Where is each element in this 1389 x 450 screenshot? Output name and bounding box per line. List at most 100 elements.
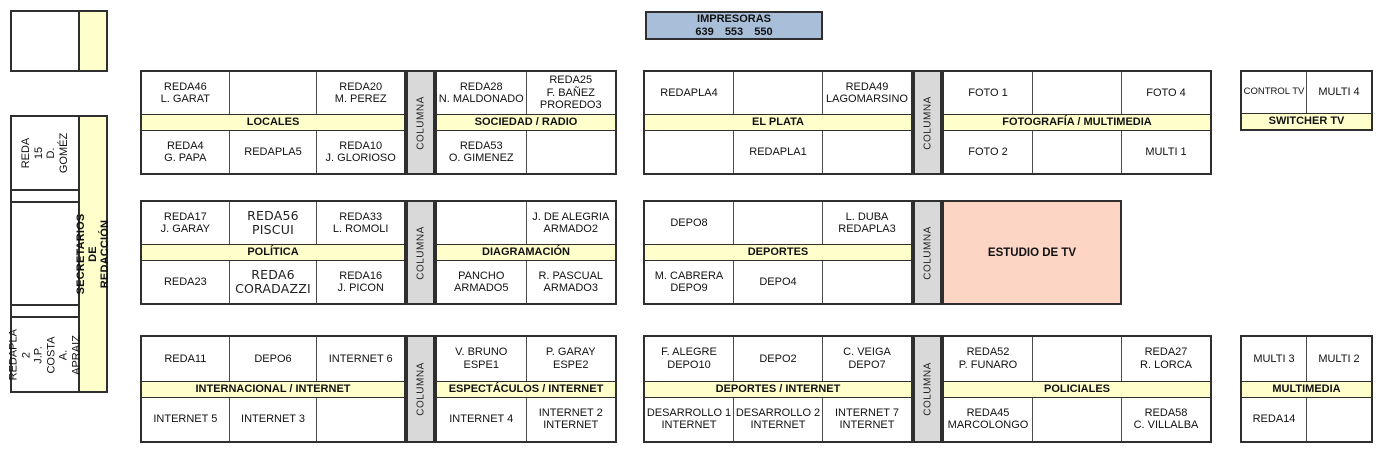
desk-cell: FOTO 4 (1121, 72, 1210, 114)
corner-box (10, 10, 108, 72)
corner-box-yellow-cell (80, 12, 106, 70)
section-header-policiales: POLICIALES (944, 380, 1210, 398)
desk-cell: C. VEIGA DEPO7 (822, 337, 911, 381)
desk-cell: INTERNET 7 INTERNET (822, 397, 911, 441)
section-header-sociedad-radio: SOCIEDAD / RADIO (437, 114, 615, 131)
desk-cell: REDA52 P. FUNARO (958, 346, 1018, 371)
desk-cell (228, 72, 317, 114)
desk-cell (12, 306, 78, 318)
desk-cell: DEPO2 (733, 337, 822, 381)
desk-label: REDA 15 D. GOMÉZ (20, 132, 70, 174)
desk-cell: REDA58 C. VILLALBA (1121, 397, 1210, 441)
columna-label: COLUMNA (415, 362, 426, 416)
desk-cell: INTERNET 6 (316, 337, 404, 381)
desk-cell: REDA 15 D. GOMÉZ (12, 117, 78, 191)
desk-cell: REDA17 J. GARAY (160, 210, 210, 236)
desk-cell: MULTI 3 (1253, 352, 1295, 365)
desk-cell: REDA10 J. GLORIOSO (316, 131, 404, 173)
desk-cell: REDA46 L. GARAT (160, 80, 210, 106)
desk-cell: V. BRUNO ESPE1 (455, 346, 508, 371)
desk-cell (12, 203, 78, 306)
desk-cell (1032, 72, 1121, 114)
desk-cell: INTERNET 4 (449, 413, 514, 425)
group-sociedad-radio: REDA28 N. MALDONADO REDA25 F. BAÑEZ PROR… (435, 70, 617, 175)
desk-cell: MULTI 4 (1306, 72, 1371, 113)
desk-cell: R. PASCUAL ARMADO3 (525, 261, 616, 303)
section-header-switcher-tv: SWITCHER TV (1242, 113, 1371, 129)
desk-cell (525, 131, 616, 173)
desk-cell: INTERNET 3 (228, 397, 317, 441)
desk-cell: INTERNET 2 INTERNET (525, 397, 616, 441)
desk-cell: DEPO8 (670, 216, 708, 229)
desk-cell: REDA20 M. PEREZ (316, 72, 404, 114)
estudio-de-tv-label: ESTUDIO DE TV (987, 246, 1077, 259)
columna-label: COLUMNA (415, 225, 426, 280)
section-header-politica: POLÍTICA (142, 244, 404, 261)
desk-cell (437, 202, 526, 244)
desk-cell: MULTI 1 (1121, 131, 1210, 173)
desk-label: REDAPLA 2 J.P. COSTA A. APRAIZ (7, 328, 83, 380)
secretarios-desks-column: REDA 15 D. GOMÉZ REDAPLA 2 J.P. COSTA A.… (8, 117, 82, 391)
desk-cell: REDA56 PISCUI (228, 202, 317, 244)
group-deportes-internet: F. ALEGRE DEPO10 DEPO2 C. VEIGA DEPO7 DE… (643, 335, 913, 443)
desk-cell: REDA6 CORADAZZI (228, 261, 317, 303)
group-deportes: DEPO8 L. DUBA REDAPLA3 DEPORTES M. CABRE… (643, 200, 913, 305)
section-header-internacional-internet: INTERNACIONAL / INTERNET (142, 380, 404, 398)
desk-cell: P. GARAY ESPE2 (525, 337, 616, 381)
section-header-deportes: DEPORTES (645, 244, 911, 261)
desk-cell: REDA28 N. MALDONADO (438, 80, 524, 106)
columna-label: COLUMNA (922, 225, 933, 280)
group-locales: REDA46 L. GARAT REDA20 M. PEREZ LOCALES … (140, 70, 406, 175)
section-header-diagramacion: DIAGRAMACIÓN (437, 244, 615, 261)
desk-cell (1032, 397, 1121, 441)
secretarios-strip: SECRETARIOS DE REDACCIÓN (75, 117, 111, 391)
section-header-multimedia: MULTIMEDIA (1242, 380, 1371, 398)
section-header-espectaculos-internet: ESPECTÁCULOS / INTERNET (437, 380, 615, 398)
columna-pillar: COLUMNA (406, 335, 435, 443)
columna-pillar: COLUMNA (913, 335, 942, 443)
desk-cell (733, 202, 822, 244)
desk-cell: DEPO4 (733, 261, 822, 303)
section-header-deportes-internet: DEPORTES / INTERNET (645, 380, 911, 398)
columna-pillar: COLUMNA (913, 70, 942, 175)
columna-label: COLUMNA (415, 95, 426, 150)
desk-cell (1032, 337, 1121, 381)
section-header-el-plata: EL PLATA (645, 114, 911, 131)
desk-cell: DESARROLLO 2 INTERNET (733, 397, 822, 441)
desk-cell: L. DUBA REDAPLA3 (822, 202, 911, 244)
section-header-fotografia-multimedia: FOTOGRAFÍA / MULTIMEDIA (944, 114, 1210, 131)
desk-cell: REDAPLA1 (733, 131, 822, 173)
corner-box-white-cell (12, 12, 80, 70)
desk-cell: REDA16 J. PICON (316, 261, 404, 303)
desk-cell (1032, 131, 1121, 173)
group-espectaculos-internet: V. BRUNO ESPE1 P. GARAY ESPE2 ESPECTÁCUL… (435, 335, 617, 443)
desk-cell: REDA11 (164, 352, 207, 365)
desk-cell (12, 191, 78, 203)
desk-cell: INTERNET 5 (153, 413, 218, 425)
group-fotografia-multimedia: FOTO 1 FOTO 4 FOTOGRAFÍA / MULTIMEDIA FO… (942, 70, 1212, 175)
section-header-locales: LOCALES (142, 114, 404, 131)
desk-cell (822, 131, 911, 173)
group-multimedia: MULTI 3 MULTI 2 MULTIMEDIA REDA14 (1240, 335, 1373, 443)
columna-pillar: COLUMNA (913, 200, 942, 305)
group-policiales: REDA52 P. FUNARO REDA27 R. LORCA POLICIA… (942, 335, 1212, 443)
desk-cell: REDA23 (163, 275, 207, 288)
desk-cell (733, 72, 822, 114)
desk-cell: J. DE ALEGRIA ARMADO2 (525, 202, 616, 244)
desk-cell: DESARROLLO 1 INTERNET (646, 406, 732, 432)
group-politica: REDA17 J. GARAY REDA56 PISCUI REDA33 L. … (140, 200, 406, 305)
desk-cell: REDAPLA4 (660, 86, 718, 99)
impresoras-numbers: 639 553 550 (695, 25, 773, 38)
columna-label: COLUMNA (922, 362, 933, 416)
desk-cell: MULTI 2 (1306, 337, 1371, 381)
group-internacional-internet: REDA11 DEPO6 INTERNET 6 INTERNACIONAL / … (140, 335, 406, 443)
desk-cell: REDA4 G. PAPA (164, 139, 207, 165)
desk-cell: FOTO 2 (968, 145, 1008, 158)
desk-cell: M. CABRERA DEPO9 (654, 269, 724, 295)
desk-cell: PANCHO ARMADO5 (454, 269, 509, 295)
group-diagramacion: J. DE ALEGRIA ARMADO2 DIAGRAMACIÓN PANCH… (435, 200, 617, 305)
desk-cell: REDA33 L. ROMOLI (316, 202, 404, 244)
desk-cell: REDA25 F. BAÑEZ PROREDO3 (525, 72, 616, 114)
desk-cell (645, 131, 733, 173)
desk-cell: REDA45 MARCOLONGO (947, 406, 1029, 432)
